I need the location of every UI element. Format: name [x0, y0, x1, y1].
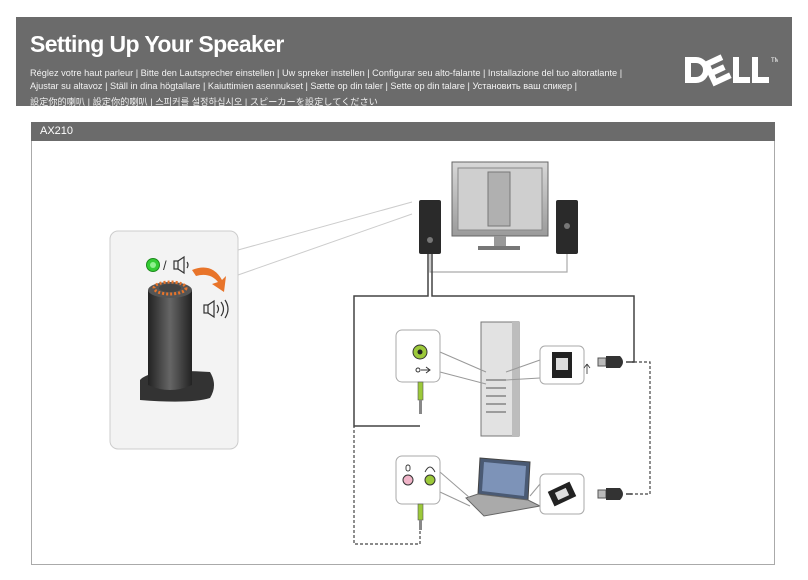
speaker-volume-icon — [203, 299, 229, 319]
desktop-computer — [480, 321, 520, 437]
subtitle-line-1: Réglez votre haut parleur | Bitte den La… — [30, 68, 623, 78]
dell-logo: TM — [683, 53, 780, 92]
right-speaker — [556, 200, 578, 254]
model-bar: AX210 — [31, 122, 775, 141]
laptop-computer — [465, 457, 542, 517]
volume-ring — [152, 280, 188, 296]
laptop-cables — [353, 361, 651, 545]
laptop-usb-callout — [539, 473, 632, 515]
model-label: AX210 — [40, 125, 74, 137]
speaker-zoom-panel: / — [109, 230, 239, 450]
left-speaker — [419, 200, 441, 254]
desktop-audio-port-callout — [395, 329, 441, 414]
desktop-connection-lines — [439, 351, 541, 385]
audio-plug — [417, 381, 424, 414]
zoom-callout-lines — [237, 201, 413, 276]
slash-separator: / — [163, 258, 167, 273]
headphone-icon — [424, 466, 436, 473]
desktop-usb-callout — [539, 345, 634, 385]
page-title: Setting Up Your Speaker — [30, 31, 284, 57]
subtitle-line-2: Ajustar su altavoz | Ställ in dina högta… — [30, 81, 578, 91]
microphone-icon — [405, 464, 411, 472]
audio-out-icon — [415, 366, 431, 374]
laptop-audio-plug — [417, 503, 424, 530]
subtitle-line-3: 設定你的喇叭 | 設定你的喇叭 | 스피커를 설정하십시오 | スピーカーを設定… — [30, 97, 378, 107]
monitor-setup — [419, 161, 578, 273]
speaker-closeup — [140, 280, 214, 402]
diagram-frame — [31, 141, 775, 565]
speaker-mute-icon — [173, 255, 189, 275]
laptop-audio-port-callout — [395, 455, 441, 530]
header-banner: Setting Up Your Speaker Réglez votre hau… — [16, 17, 792, 107]
trademark-symbol: TM — [771, 58, 778, 64]
rotate-arrow-icon — [192, 267, 226, 292]
usb-icon — [583, 363, 591, 374]
laptop-connection-lines — [439, 471, 541, 507]
